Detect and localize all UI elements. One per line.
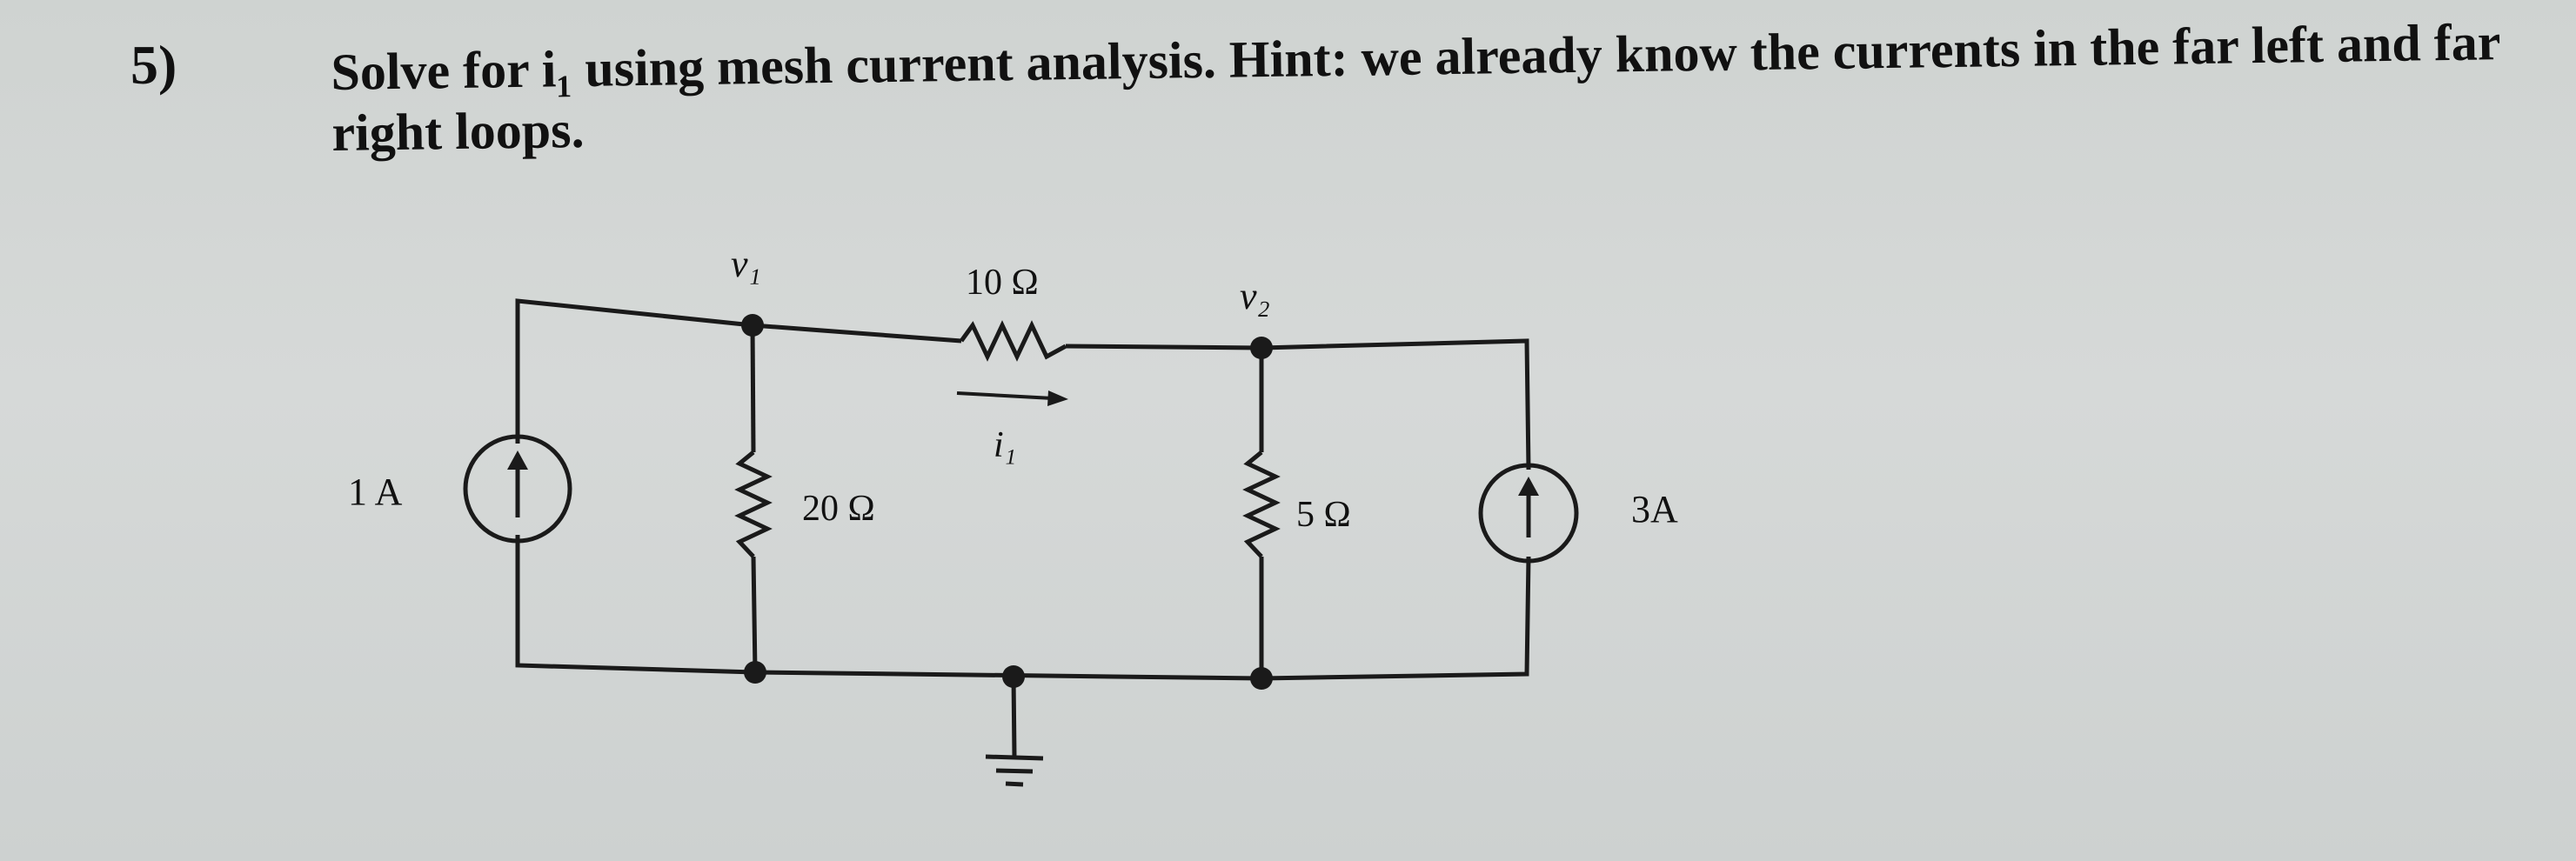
resistor-5-ohm xyxy=(1242,451,1281,558)
node-v1-label: v₁ xyxy=(731,243,761,285)
node-v2 xyxy=(1250,337,1273,359)
node-bottom-right xyxy=(1250,667,1273,690)
source-1a-label: 1 A xyxy=(348,471,403,513)
source-1a-arrowhead-icon xyxy=(507,451,528,470)
node-v1 xyxy=(741,314,764,337)
resistor-10-ohm xyxy=(959,320,1067,362)
ground-icon-line-1 xyxy=(985,754,1044,761)
resistor-20-ohm xyxy=(734,451,773,558)
resistor-20-ohm-label: 20 Ω xyxy=(802,489,875,529)
top-wire-left xyxy=(515,298,753,444)
node-v2-label: v₂ xyxy=(1240,275,1270,317)
source-3a-label: 3A xyxy=(1631,488,1678,531)
source-3a-arrowhead-icon xyxy=(1518,477,1539,496)
current-i1-label: i₁ xyxy=(994,425,1016,465)
current-source-1a xyxy=(463,434,572,544)
current-source-3a xyxy=(1478,463,1579,564)
top-wire-to-resistor xyxy=(752,323,962,344)
left-shunt-lower-wire xyxy=(751,556,758,673)
current-i1-arrowhead-icon xyxy=(1047,390,1068,406)
bottom-wire-right xyxy=(1261,556,1531,681)
node-bottom-ground xyxy=(1002,665,1025,688)
top-wire-right xyxy=(1261,338,1531,471)
node-bottom-left xyxy=(744,661,766,684)
resistor-5-ohm-label: 5 Ω xyxy=(1296,495,1351,535)
resistor-10-ohm-label: 10 Ω xyxy=(966,263,1039,303)
left-source-lower-wire xyxy=(515,535,756,675)
current-i1-arrow-icon xyxy=(956,391,1054,400)
top-wire-after-resistor xyxy=(1065,344,1262,350)
problem-number: 5) xyxy=(130,34,177,96)
